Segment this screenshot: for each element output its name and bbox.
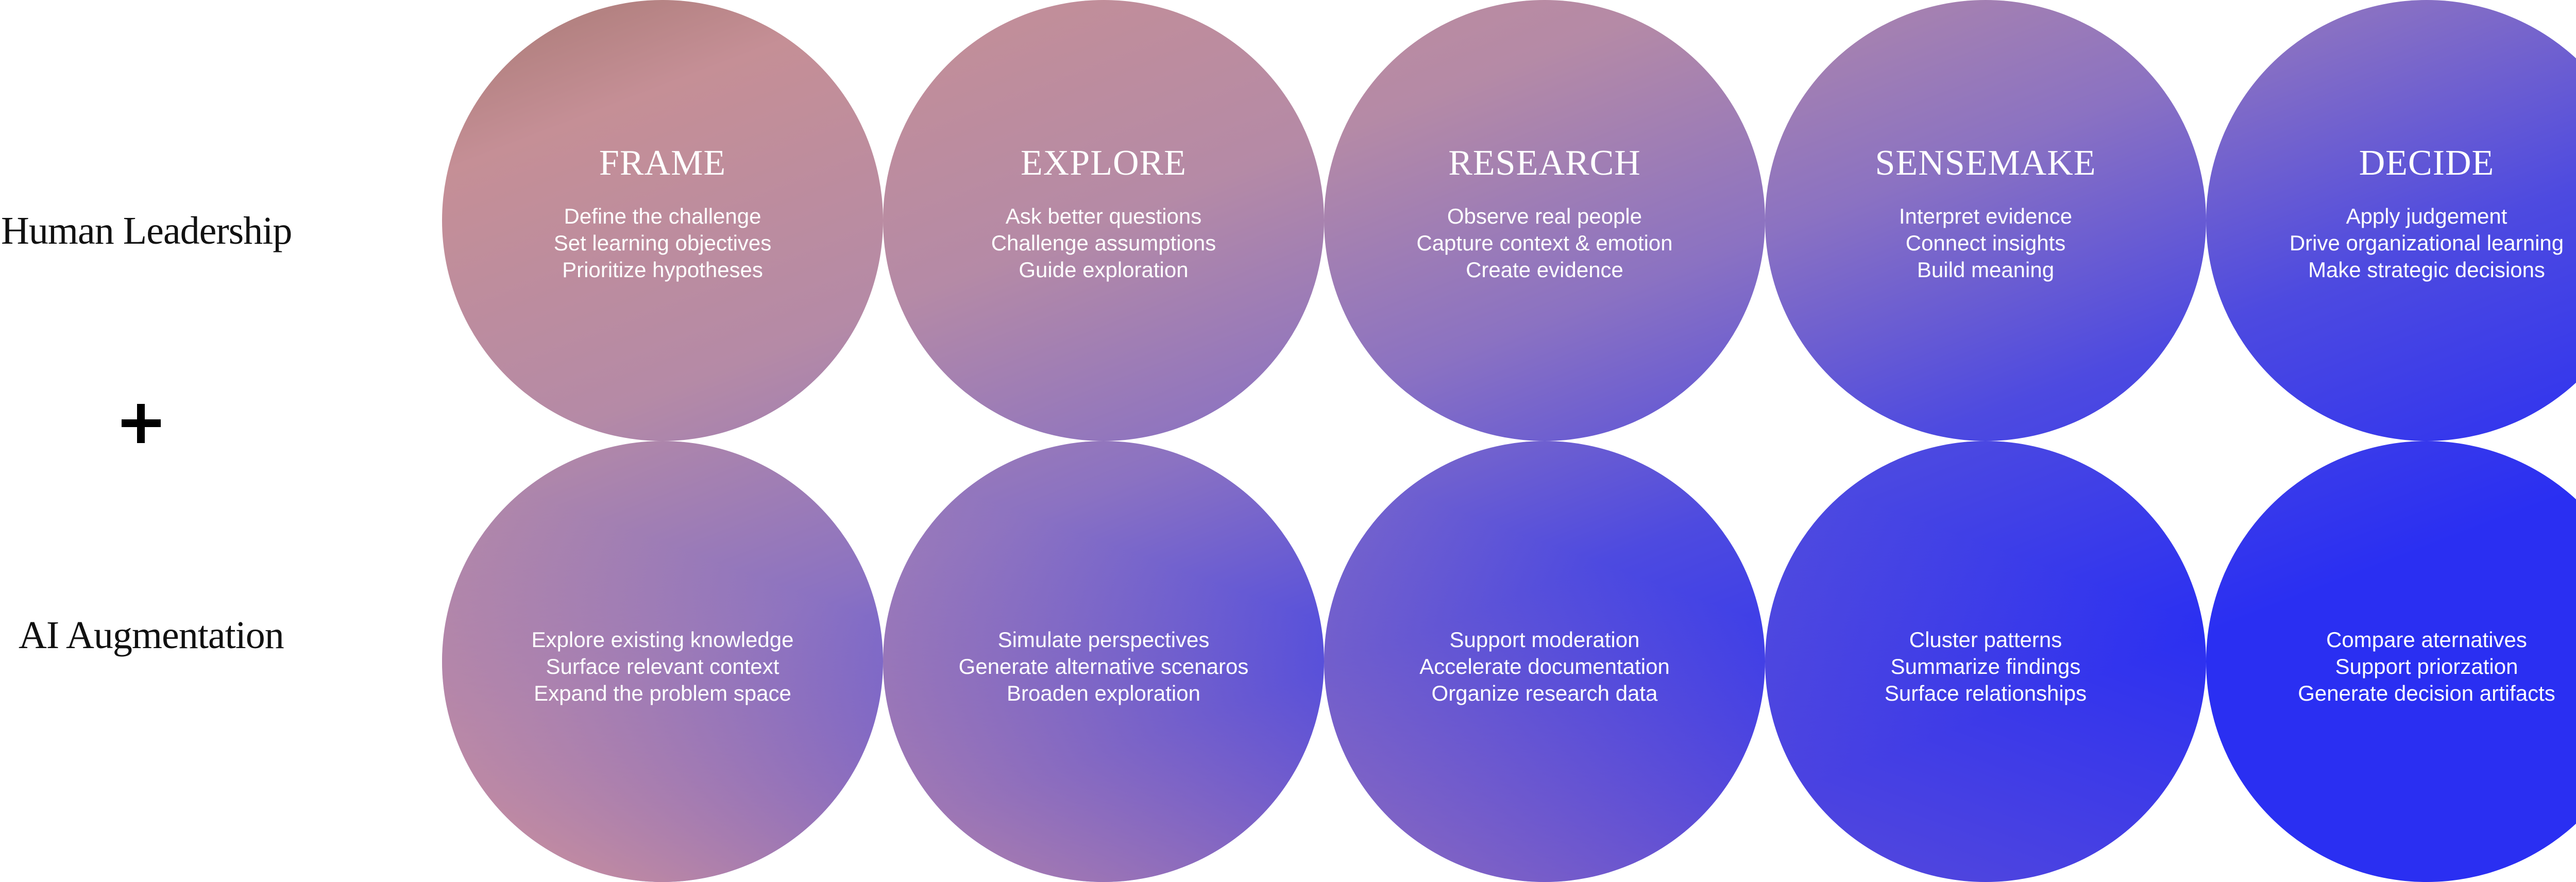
human-activity: Challenge assumptions: [991, 231, 1216, 255]
ai-activity: Compare aternatives: [2326, 627, 2527, 652]
human-circle-frame: FRAME Define the challenge Set learning …: [442, 0, 883, 441]
human-activity: Ask better questions: [1005, 204, 1202, 228]
ai-circle-content: Simulate perspectives Generate alternati…: [883, 626, 1324, 707]
human-activity: Apply judgement: [2346, 204, 2507, 228]
ai-activity: Support moderation: [1449, 627, 1640, 652]
ai-circle-sensemake: Cluster patterns Summarize findings Surf…: [1765, 441, 2206, 882]
ai-activity: Accelerate documentation: [1419, 654, 1670, 679]
human-activity: Make strategic decisions: [2308, 258, 2545, 282]
human-activity: Set learning objectives: [553, 231, 772, 255]
human-activity: Drive organizational learning: [2289, 231, 2564, 255]
human-activity: Build meaning: [1917, 258, 2055, 282]
human-circle-content: EXPLORE Ask better questions Challenge a…: [883, 145, 1324, 283]
ai-circle-decide: Compare aternatives Support priorzation …: [2206, 441, 2576, 882]
ai-activity: Simulate perspectives: [997, 627, 1210, 652]
ai-activity: Generate decision artifacts: [2298, 681, 2555, 705]
circle-shading: [1324, 441, 1765, 882]
circle-shading: [2206, 441, 2576, 882]
stage-title-sensemake: SENSEMAKE: [1875, 143, 2096, 183]
ai-circle-explore: Simulate perspectives Generate alternati…: [883, 441, 1324, 882]
ai-activity: Broaden exploration: [1007, 681, 1200, 705]
human-activity: Prioritize hypotheses: [562, 258, 763, 282]
human-activity: Interpret evidence: [1899, 204, 2073, 228]
ai-activity: Organize research data: [1431, 681, 1658, 705]
ai-circle-content: Compare aternatives Support priorzation …: [2206, 626, 2576, 707]
ai-circle-content: Support moderation Accelerate documentat…: [1324, 626, 1765, 707]
human-circle-content: DECIDE Apply judgement Drive organizatio…: [2206, 145, 2576, 283]
ai-activity: Cluster patterns: [1909, 627, 2062, 652]
ai-activity: Generate alternative scenaros: [958, 654, 1249, 679]
human-circle-explore: EXPLORE Ask better questions Challenge a…: [883, 0, 1324, 441]
circle-shading: [442, 441, 883, 882]
ai-activity: Explore existing knowledge: [531, 627, 794, 652]
ai-activity: Support priorzation: [2335, 654, 2518, 679]
human-activity: Guide exploration: [1019, 258, 1189, 282]
human-activity: Connect insights: [1905, 231, 2066, 255]
human-activity: Capture context & emotion: [1416, 231, 1673, 255]
stage-title-frame: FRAME: [599, 143, 726, 183]
plus-icon-vertical-bar: [137, 404, 145, 443]
circle-shading: [1765, 441, 2206, 882]
stage-title-decide: DECIDE: [2359, 143, 2495, 183]
human-circle-sensemake: SENSEMAKE Interpret evidence Connect ins…: [1765, 0, 2206, 441]
plus-icon: [114, 397, 168, 450]
ai-activity: Expand the problem space: [534, 681, 791, 705]
human-circle-content: FRAME Define the challenge Set learning …: [442, 145, 883, 283]
human-circle-content: RESEARCH Observe real people Capture con…: [1324, 145, 1765, 283]
human-circle-decide: DECIDE Apply judgement Drive organizatio…: [2206, 0, 2576, 441]
stage-title-research: RESEARCH: [1448, 143, 1641, 183]
ai-circle-frame: Explore existing knowledge Surface relev…: [442, 441, 883, 882]
circle-shading: [883, 441, 1324, 882]
row-label-ai-augmentation: AI Augmentation: [19, 614, 284, 657]
human-activity: Define the challenge: [564, 204, 761, 228]
ai-circle-research: Support moderation Accelerate documentat…: [1324, 441, 1765, 882]
ai-activity: Summarize findings: [1890, 654, 2081, 679]
human-circle-research: RESEARCH Observe real people Capture con…: [1324, 0, 1765, 441]
human-activity: Observe real people: [1447, 204, 1642, 228]
human-activity: Create evidence: [1466, 258, 1623, 282]
ai-circle-content: Cluster patterns Summarize findings Surf…: [1765, 626, 2206, 707]
ai-activity: Surface relevant context: [546, 654, 779, 679]
row-label-human-leadership: Human Leadership: [1, 209, 292, 252]
ai-activity: Surface relationships: [1884, 681, 2087, 705]
stage-title-explore: EXPLORE: [1021, 143, 1187, 183]
human-circle-content: SENSEMAKE Interpret evidence Connect ins…: [1765, 145, 2206, 283]
ai-circle-content: Explore existing knowledge Surface relev…: [442, 626, 883, 707]
